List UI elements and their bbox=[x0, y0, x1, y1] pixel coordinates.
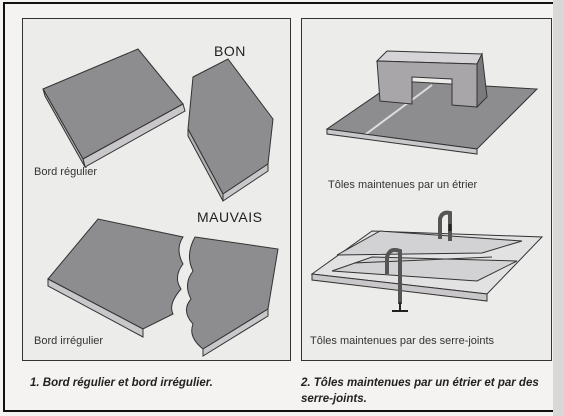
good-label: BON bbox=[214, 43, 246, 59]
figure-2-caption: 2. Tôles maintenues par un étrier et par… bbox=[301, 377, 539, 405]
scan-edge bbox=[553, 0, 564, 416]
irregular-edge-label: Bord irrégulier bbox=[34, 335, 104, 347]
stirrup-block bbox=[375, 50, 488, 109]
clamped-sheet-front bbox=[331, 256, 518, 282]
edge-comparison-illustration bbox=[42, 48, 279, 357]
clamp-bottom bbox=[385, 247, 408, 312]
clamp-top bbox=[438, 210, 452, 241]
clamps-label: Tôles maintenues par des serre-joints bbox=[310, 335, 495, 347]
stirrup-label: Tôles maintenues par un étrier bbox=[328, 179, 478, 191]
bad-label: MAUVAIS bbox=[197, 209, 263, 225]
clamping-illustration bbox=[310, 50, 544, 312]
clamped-sheet-back bbox=[336, 230, 523, 256]
regular-edge-label: Bord régulier bbox=[34, 166, 97, 178]
figure-1-panel: BON MAUVAIS Bord régulier Bord irrégulie… bbox=[22, 18, 291, 361]
bad-sheet-right bbox=[186, 236, 279, 350]
bad-sheet-left bbox=[47, 218, 184, 330]
figure-1-caption: 1. Bord régulier et bord irrégulier. bbox=[30, 377, 213, 389]
figure-2-panel: Tôles maintenues par un étrier Tôles mai… bbox=[301, 18, 552, 361]
stirrup-sheets bbox=[325, 80, 539, 150]
